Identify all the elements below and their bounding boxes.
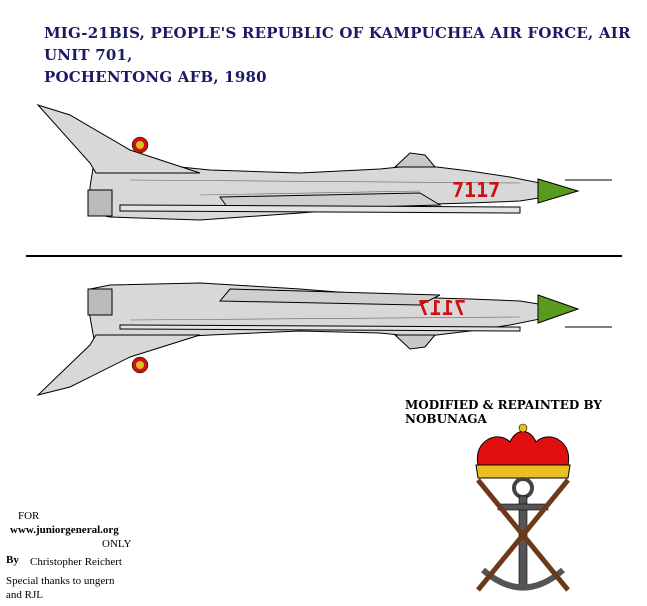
credit-for: FOR [18, 510, 40, 522]
title-line-1: MIG-21BIS, PEOPLE'S REPUBLIC OF KAMPUCHE… [44, 24, 631, 64]
credit-author: Christopher Reichert [30, 556, 122, 568]
divider-line [26, 255, 622, 257]
credit-thanks-2: and RJL [6, 589, 43, 601]
title-line-2: POCHENTONG AFB, 1980 [44, 68, 267, 86]
credit-site: www.juniorgeneral.org [10, 524, 119, 536]
page-title: MIG-21BIS, PEOPLE'S REPUBLIC OF KAMPUCHE… [44, 22, 634, 88]
crown-anchor-emblem [475, 423, 571, 592]
aircraft-side-view-left: 7117 [36, 103, 612, 221]
aircraft-side-view-right: 7117 [36, 282, 612, 396]
nose-cone [537, 294, 580, 324]
nose-cone [537, 178, 580, 204]
credit-only: ONLY [102, 538, 132, 550]
serial-number-mirrored: 7117 [418, 296, 466, 320]
credit-thanks-1: Special thanks to ungern [6, 575, 115, 587]
credit-by: By [6, 554, 19, 566]
serial-number: 7117 [452, 178, 500, 202]
modifier-credit: MODIFIED & REPAINTED BY NOBUNAGA [405, 398, 602, 426]
